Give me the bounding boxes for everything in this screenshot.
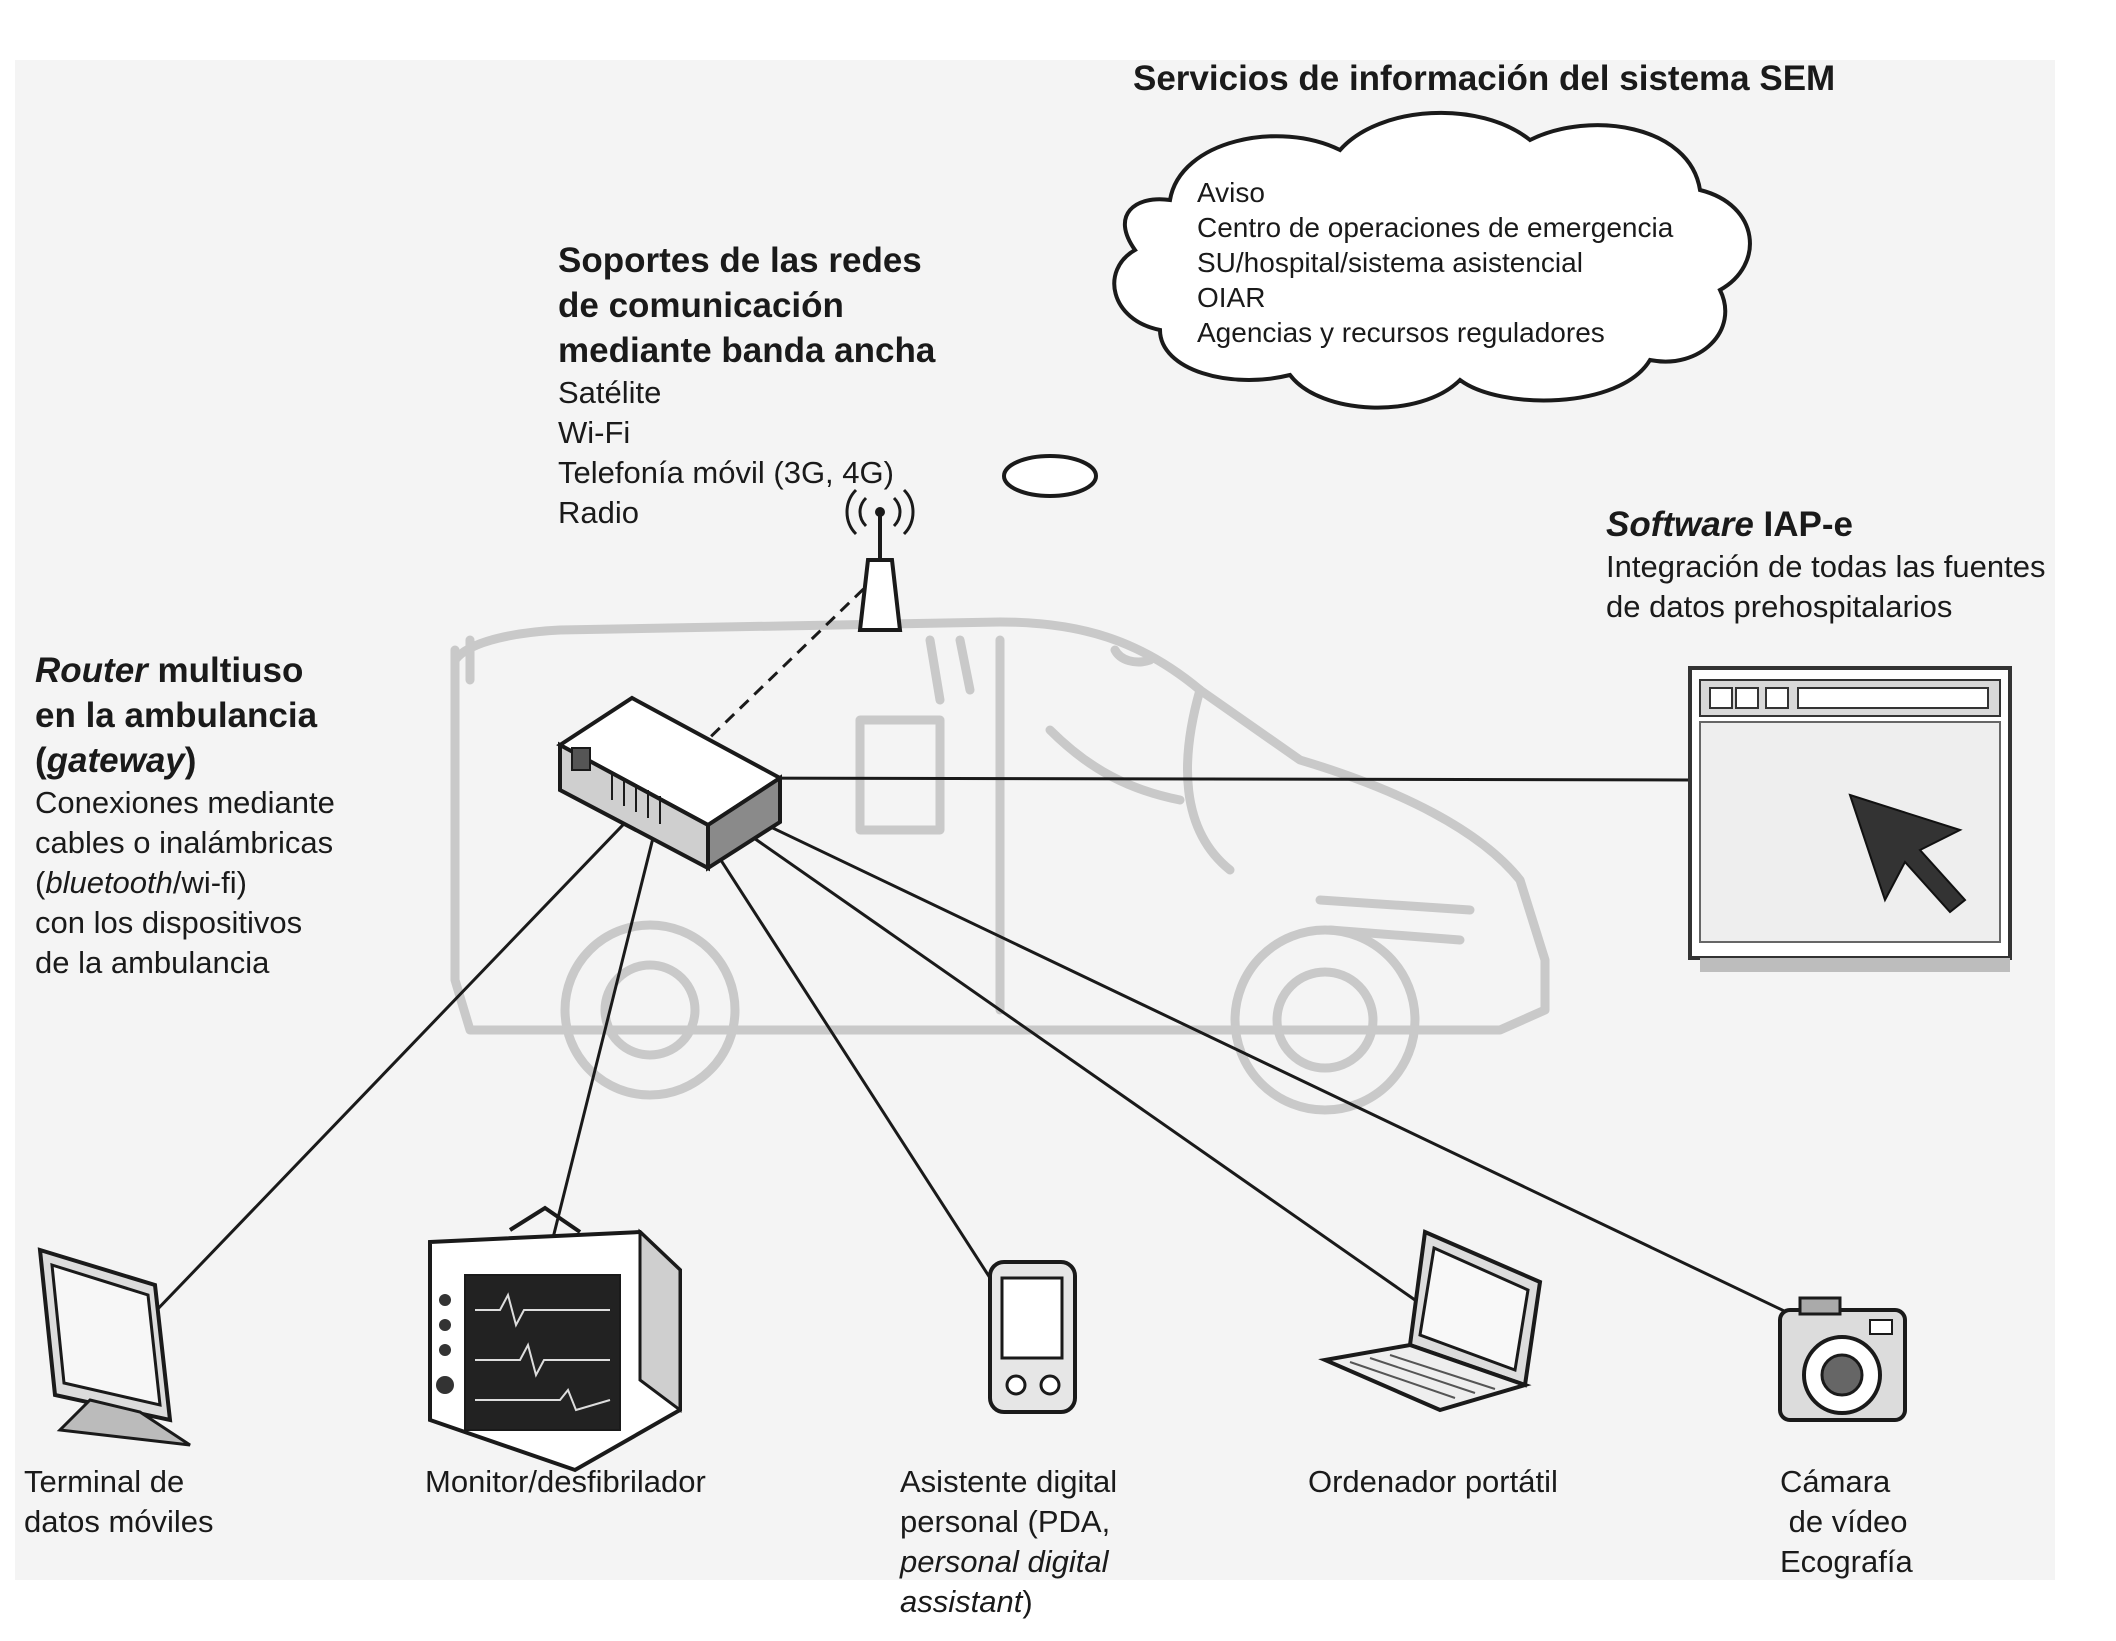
connection-lines xyxy=(126,573,1846,1342)
ambulance-illustration xyxy=(450,617,1550,1115)
bluetooth-italic: bluetooth xyxy=(45,865,173,900)
broadband-item: Wi-Fi xyxy=(558,415,631,450)
broadband-item: Telefonía móvil (3G, 4G) xyxy=(558,455,894,490)
software-title: Software IAP-e xyxy=(1606,502,1853,547)
line-to-pda xyxy=(666,777,1032,1341)
paren-close: ) xyxy=(184,741,197,780)
camera-label-line: Ecografía xyxy=(1780,1544,1913,1579)
broadband-item: Satélite xyxy=(558,375,662,410)
line-to-laptop xyxy=(667,776,1416,1302)
router-desc-line: de la ambulancia xyxy=(35,945,270,980)
software-desc-line: Integración de todas las fuentes xyxy=(1606,549,2046,584)
software-desc-line: de datos prehospitalarios xyxy=(1606,589,1953,624)
router-desc-line: Conexiones mediante xyxy=(35,785,335,820)
broadband-title-line: Soportes de las redes xyxy=(558,241,922,280)
sem-item: SU/hospital/sistema asistencial xyxy=(1197,247,1583,278)
router-desc-line: con los dispositivos xyxy=(35,905,303,940)
paren-close: ) xyxy=(1022,1584,1033,1619)
camera-icon xyxy=(1778,1296,1907,1422)
terminal-label-line: Terminal de xyxy=(24,1464,185,1499)
camera-label-line: Cámara xyxy=(1780,1464,1891,1499)
router-title-rest: multiuso xyxy=(147,651,304,690)
sem-item: Agencias y recursos reguladores xyxy=(1197,317,1605,348)
router-title-line2: en la ambulancia xyxy=(35,696,318,735)
broadband-title-line: de comunicación xyxy=(558,286,844,325)
line-to-monitor xyxy=(543,777,670,1271)
router-desc-line: (bluetooth/wi-fi) xyxy=(35,863,247,903)
sem-item: Centro de operaciones de emergencia xyxy=(1197,212,1674,243)
camera-label-line: de vídeo xyxy=(1780,1504,1908,1539)
gateway-italic: gateway xyxy=(46,741,185,780)
sem-services-title: Servicios de información del sistema SEM xyxy=(1133,59,1836,98)
cloud-shape xyxy=(1112,110,1752,410)
satellite-oval xyxy=(1002,454,1098,498)
paren-open: ( xyxy=(35,865,46,900)
paren-open: ( xyxy=(35,741,47,780)
pda-label-line: assistant) xyxy=(900,1582,1033,1622)
defibrillator-icon xyxy=(428,1205,682,1473)
pda-label-line: personal (PDA, xyxy=(900,1504,1111,1539)
router-icon xyxy=(556,695,784,872)
sem-item: Aviso xyxy=(1197,177,1265,208)
broadband-title-line: mediante banda ancha xyxy=(558,331,936,370)
router-title: Router multiuso xyxy=(35,648,303,693)
sem-item: OIAR xyxy=(1197,282,1266,313)
laptop-icon xyxy=(1318,1229,1543,1413)
laptop-label: Ordenador portátil xyxy=(1308,1464,1558,1499)
pda-icon xyxy=(988,1260,1077,1414)
pda-label-line: Asistente digital xyxy=(900,1464,1118,1499)
wifi-text: /wi-fi) xyxy=(172,865,247,900)
antenna-icon xyxy=(845,488,915,632)
pda-assistant-italic: assistant xyxy=(900,1584,1023,1619)
browser-window-icon xyxy=(1688,666,2012,972)
router-title-italic: Router xyxy=(35,651,148,690)
terminal-icon xyxy=(37,1247,191,1447)
line-to-software xyxy=(667,776,1693,782)
router-desc-line: cables o inalámbricas xyxy=(35,825,334,860)
line-to-camera xyxy=(667,776,1846,1342)
router-gateway: (gateway) xyxy=(35,738,196,783)
broadband-item: Radio xyxy=(558,495,639,530)
monitor-label: Monitor/desfibrilador xyxy=(425,1464,706,1499)
pda-label-line: personal digital xyxy=(900,1544,1109,1579)
terminal-label-line: datos móviles xyxy=(24,1504,214,1539)
software-title-italic: Software xyxy=(1606,505,1754,544)
software-title-rest: IAP-e xyxy=(1753,505,1854,544)
line-to-terminal xyxy=(126,776,670,1342)
